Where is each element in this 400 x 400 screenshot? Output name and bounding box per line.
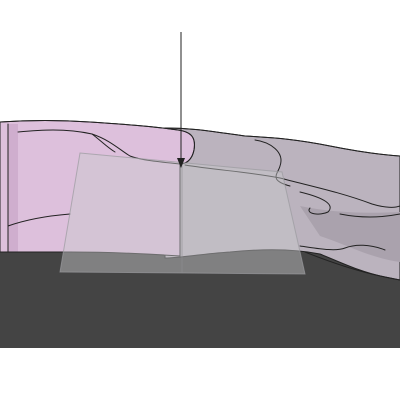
cut-plane — [60, 153, 305, 274]
pink-cloth-shade — [8, 124, 18, 252]
